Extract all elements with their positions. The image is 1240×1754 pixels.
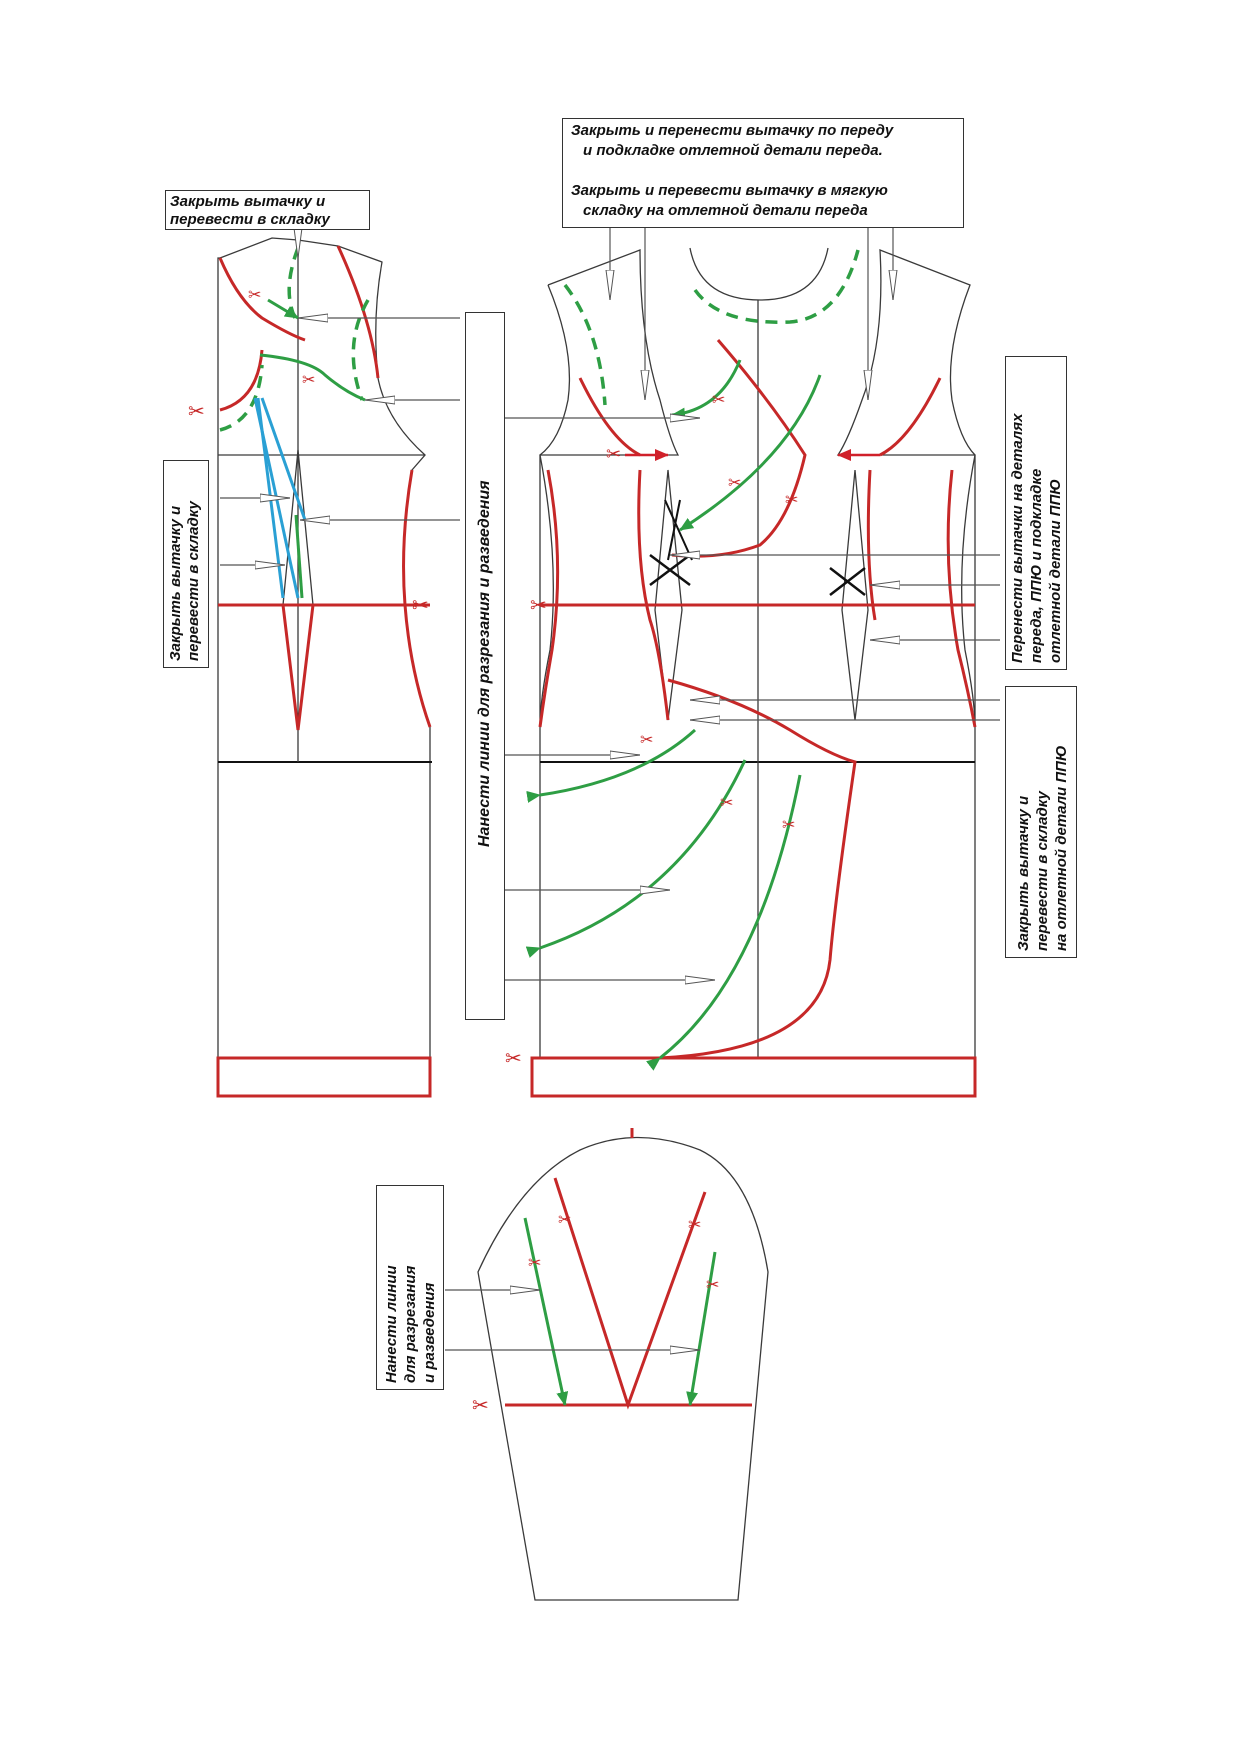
back-piece — [217, 237, 432, 1059]
sleeve-marks: ✂ ✂ ✂ ✂ ✂ — [472, 1128, 752, 1417]
back-arrows — [220, 220, 460, 565]
label-cut-lines-center: Нанести линии для разрезания и разведени… — [465, 312, 505, 1020]
label-line: и разведения — [421, 1282, 438, 1383]
label-line: Закрыть вытачку и — [170, 193, 326, 210]
front-piece — [539, 247, 976, 1059]
label-line: перевести в складку — [170, 211, 330, 228]
svg-text:✂: ✂ — [248, 287, 261, 304]
label-line: Нанести линии — [383, 1265, 400, 1383]
svg-text:✂: ✂ — [606, 444, 621, 464]
svg-text:✂: ✂ — [688, 1217, 701, 1234]
label-back-dart-top: Закрыть вытачку и перевести в складку — [165, 190, 370, 230]
back-piece-marks: ✂ ✂ ✂ ✂ — [188, 245, 432, 1098]
label-line: Закрыть вытачку и — [1015, 795, 1032, 951]
svg-text:✂: ✂ — [728, 475, 741, 492]
svg-text:✂: ✂ — [505, 1048, 522, 1070]
label-line: для разрезания — [402, 1265, 419, 1383]
label-line: Закрыть вытачку и — [167, 505, 184, 661]
label-sleeve-cut: Нанести линии для разрезания и разведени… — [376, 1185, 444, 1390]
svg-text:✂: ✂ — [412, 595, 429, 617]
svg-text:✂: ✂ — [528, 1255, 541, 1272]
label-line: переда, ППЮ и подкладке — [1028, 468, 1045, 663]
svg-text:✂: ✂ — [785, 492, 798, 509]
label-line: Перенести вытачки на деталях — [1009, 413, 1026, 663]
svg-text:✂: ✂ — [472, 1395, 489, 1417]
sleeve-piece — [477, 1136, 769, 1601]
svg-text:✂: ✂ — [188, 401, 205, 423]
label-line: перевести в складку — [1034, 791, 1051, 951]
svg-text:✂: ✂ — [782, 817, 795, 834]
front-arrows — [505, 228, 1000, 980]
label-line: Закрыть и перевести вытачку в мягкую — [571, 182, 888, 199]
svg-text:✂: ✂ — [530, 595, 547, 617]
label-back-dart-side: Закрыть вытачку и перевести в складку — [163, 460, 209, 668]
label-front-top: Закрыть и перенести вытачку по переду и … — [562, 118, 964, 228]
label-front-right-2: Закрыть вытачку и перевести в складку на… — [1005, 686, 1077, 958]
svg-text:✂: ✂ — [712, 392, 725, 409]
front-piece-marks: ✂ ✂ ✂ ✂ ✂ ✂ ✂ ✂ ✂ — [505, 249, 977, 1098]
label-line: на отлетной детали ППЮ — [1053, 745, 1070, 951]
svg-text:✂: ✂ — [640, 732, 653, 749]
label-line: отлетной детали ППЮ — [1047, 478, 1064, 663]
label-line: складку на отлетной детали переда — [583, 202, 868, 219]
label-front-right-1: Перенести вытачки на деталях переда, ППЮ… — [1005, 356, 1067, 670]
svg-text:✂: ✂ — [558, 1212, 571, 1229]
sleeve-arrows — [445, 1290, 700, 1350]
svg-text:✂: ✂ — [706, 1277, 719, 1294]
label-line: Нанести линии для разрезания и разведени… — [476, 480, 493, 847]
svg-text:✂: ✂ — [720, 795, 733, 812]
label-line: Закрыть и перенести вытачку по переду — [571, 122, 894, 139]
label-line: перевести в складку — [185, 501, 202, 661]
label-line: и подкладке отлетной детали переда. — [583, 142, 883, 159]
svg-text:✂: ✂ — [302, 372, 315, 389]
